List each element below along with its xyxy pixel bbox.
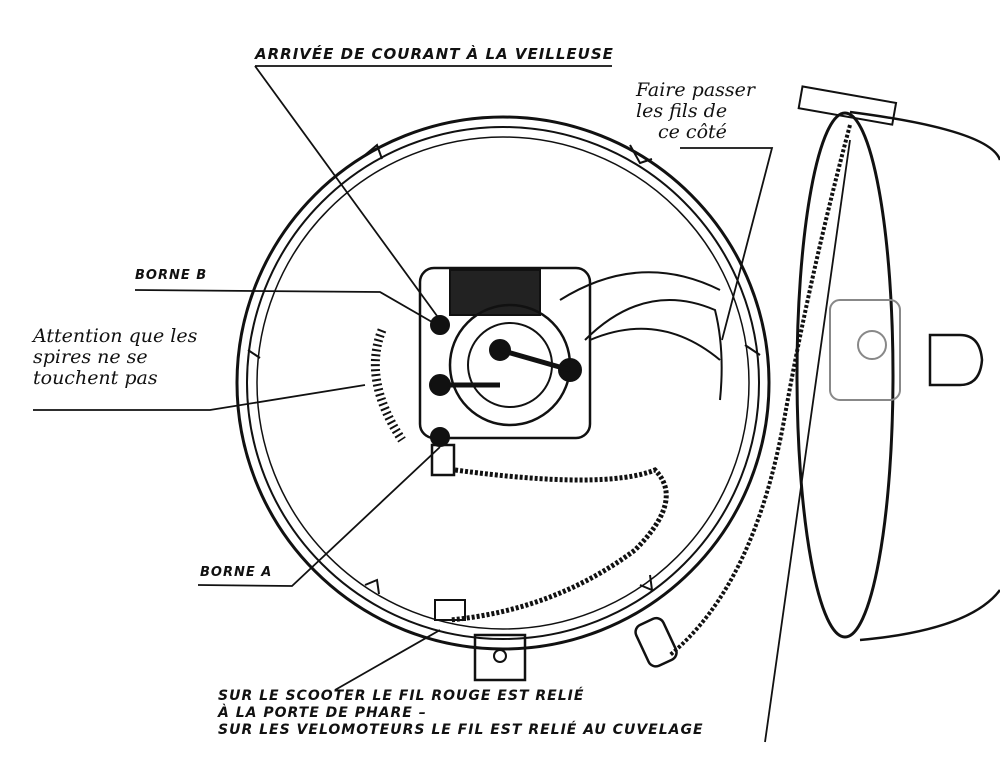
label-arrivee-courant-veilleuse: ARRIVÉE DE COURANT À LA VEILLEUSE [255, 45, 614, 63]
label-line: les fils de [636, 100, 728, 122]
leader-lines [33, 65, 851, 743]
label-bottom-note: SUR LE SCOOTER LE FIL ROUGE EST RELIÉ À … [218, 688, 704, 739]
label-line: spires ne se [33, 346, 148, 368]
label-line: touchent pas [33, 367, 158, 389]
lamp-mechanism [370, 266, 723, 682]
label-line: ce côté [658, 121, 727, 143]
label-line: SUR LES VELOMOTEURS LE FIL EST RELIÉ AU … [218, 722, 704, 738]
label-faire-passer-fils: Faire passer les fils de ce côté [636, 80, 755, 143]
label-line: Faire passer [636, 79, 755, 101]
label-borne-a: BORNE A [200, 565, 273, 580]
label-line: SUR LE SCOOTER LE FIL ROUGE EST RELIÉ [218, 688, 585, 704]
label-borne-b: BORNE B [135, 268, 208, 283]
headlamp-shell [634, 85, 1000, 668]
label-line: À LA PORTE DE PHARE – [218, 705, 427, 721]
label-attention-spires: Attention que les spires ne se touchent … [33, 326, 197, 389]
headlamp-rim [235, 115, 771, 651]
label-line: Attention que les [33, 325, 198, 347]
